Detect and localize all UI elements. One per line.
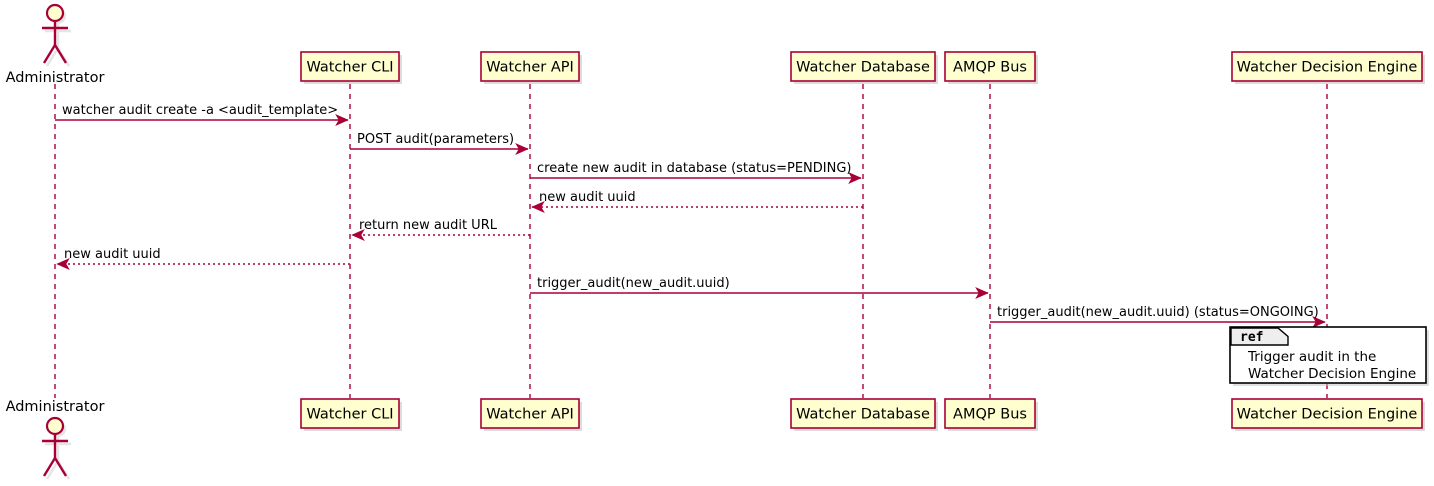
message-8-amqp-to-wde[interactable]: trigger_audit(new_audit.uuid) (status=ON… [990,305,1326,328]
fragment-text-line-2: Watcher Decision Engine [1248,366,1416,382]
lifelines-group [54,84,1328,398]
participant-label-db-top: Watcher Database [796,60,930,76]
message-1-admin-to-cli[interactable]: watcher audit create -a <audit_template> [55,103,349,126]
actor-admin[interactable]: Administrator [6,3,105,86]
message-label: return new audit URL [359,218,498,233]
message-6-cli-to-admin[interactable]: new audit uuid [56,247,350,270]
participant-box-wde-bottom[interactable] [1231,398,1423,429]
participant-box-db-bottom[interactable] [790,398,936,429]
message-label: trigger_audit(new_audit.uuid) [537,276,730,291]
message-2-cli-to-api[interactable]: POST audit(parameters) [350,132,529,155]
messages-group: watcher audit create -a <audit_template>… [55,103,1326,328]
participant-label-cli-top: Watcher CLI [306,60,393,76]
actor-head [45,3,65,23]
participant-label-api-bottom: Watcher API [486,407,574,423]
actor-head [45,416,65,436]
message-label: new audit uuid [64,247,161,262]
fragment-tab-label: ref [1240,330,1263,345]
participant-box-db-top[interactable] [790,51,936,82]
participant-label-amqp-top: AMQP Bus [953,60,1027,76]
participant-box-amqp-top[interactable] [944,51,1036,82]
participant-label-api-top: Watcher API [486,60,574,76]
participant-box-api-top[interactable] [480,51,580,82]
participant-box-wde-top[interactable] [1231,51,1423,82]
message-label: new audit uuid [539,190,636,205]
participant-label-wde-bottom: Watcher Decision Engine [1237,407,1418,423]
participant-box-cli-bottom[interactable] [300,398,400,429]
actor-label-admin: Administrator [6,399,105,415]
participant-label-db-bottom: Watcher Database [796,407,930,423]
message-5-api-to-cli[interactable]: return new audit URL [351,218,530,241]
message-label: create new audit in database (status=PEN… [537,161,852,176]
fragment-text-line-1: Trigger audit in the [1247,349,1376,365]
actor-label-admin: Administrator [6,70,105,86]
actor-legs [42,457,68,477]
actor-legs [42,44,68,64]
participant-label-wde-top: Watcher Decision Engine [1237,60,1418,76]
participant-boxes-top: Watcher CLI Watcher API Watcher Database AM… [300,51,1423,82]
message-label: trigger_audit(new_audit.uuid) (status=ON… [997,305,1319,320]
participant-box-api-bottom[interactable] [480,398,580,429]
message-3-api-to-db[interactable]: create new audit in database (status=PEN… [530,161,862,184]
message-label: watcher audit create -a <audit_template> [62,103,338,118]
message-label: POST audit(parameters) [357,132,514,147]
participant-boxes-bottom: Watcher CLI Watcher API Watcher Database AM… [300,398,1423,429]
participant-label-amqp-bottom: AMQP Bus [953,407,1027,423]
participant-box-cli-top[interactable] [300,51,400,82]
participant-label-cli-bottom: Watcher CLI [306,407,393,423]
message-4-db-to-api[interactable]: new audit uuid [531,190,863,213]
participant-box-amqp-bottom[interactable] [944,398,1036,429]
message-7-api-to-amqp[interactable]: trigger_audit(new_audit.uuid) [530,276,989,299]
actor-admin[interactable]: Administrator [6,399,105,480]
fragment-tab [1230,327,1289,346]
